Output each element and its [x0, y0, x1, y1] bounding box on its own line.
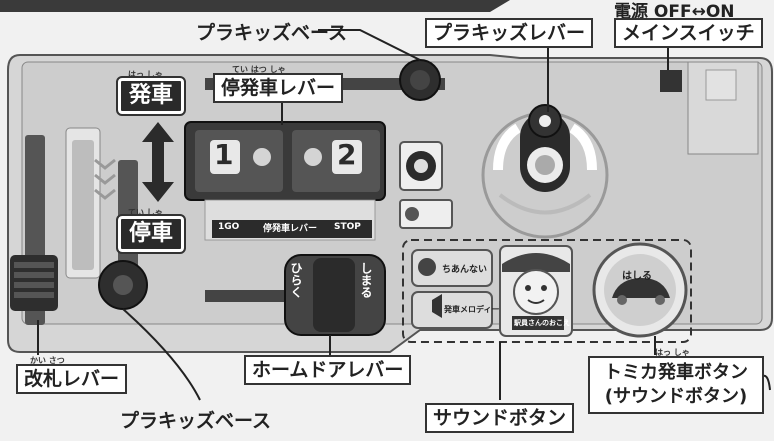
stop-ruby: てい しゃ	[128, 208, 163, 217]
gate-ruby: かい さつ	[30, 356, 65, 365]
power-switch-label: 電源 OFF↔ON	[614, 2, 735, 22]
tomica-button-label: トミカ発車ボタン (サウンドボタン)	[588, 356, 764, 414]
main-switch-label: メインスイッチ	[614, 18, 763, 48]
door-open-text: ひらく	[289, 262, 303, 298]
lever-strip	[212, 220, 372, 238]
face-card-text: 駅員さんのおこえ	[514, 319, 570, 327]
plakids-lever-label: プラキッズレバー	[425, 18, 594, 48]
stop-start-lever-label: 停発車レバー	[213, 73, 344, 103]
header-bar	[0, 0, 510, 12]
start-ruby: はっ しゃ	[128, 70, 163, 79]
top-base-label: プラキッズベース	[196, 22, 348, 44]
tomica-label-line2: (サウンドボタン)	[604, 386, 748, 407]
gate-lever-label: 改札レバー	[16, 364, 128, 394]
sound-button-region	[402, 239, 692, 343]
tomica-label-line1: トミカ発車ボタン	[604, 362, 748, 383]
bottom-base-label: プラキッズベース	[120, 410, 272, 432]
door-close-text: しまる	[359, 262, 373, 298]
strip-lever-text: 停発車レバー	[263, 224, 318, 234]
slot-1-number: 1	[214, 138, 234, 171]
main-switch-knob	[660, 70, 682, 92]
start-stop-arrow	[142, 122, 174, 202]
home-door-lever-label: ホームドアレバー	[244, 355, 412, 385]
sound-button-label: サウンドボタン	[425, 403, 575, 433]
start-badge: 発車	[115, 76, 187, 116]
tomica-button-text: はしる	[622, 271, 652, 282]
stop-badge: 停車	[115, 214, 187, 254]
lever-ruby: てい はつ しゃ	[232, 65, 286, 74]
strip-stop-text: STOP	[334, 222, 361, 232]
strip-go-text: 1GO	[218, 222, 240, 232]
slot-2-number: 2	[337, 138, 357, 171]
bubble-info-text: ちあんない	[442, 265, 488, 275]
bubble-melody-text: 発車メロディー	[444, 305, 500, 314]
tomica-ruby: はっ しゃ	[655, 348, 690, 357]
